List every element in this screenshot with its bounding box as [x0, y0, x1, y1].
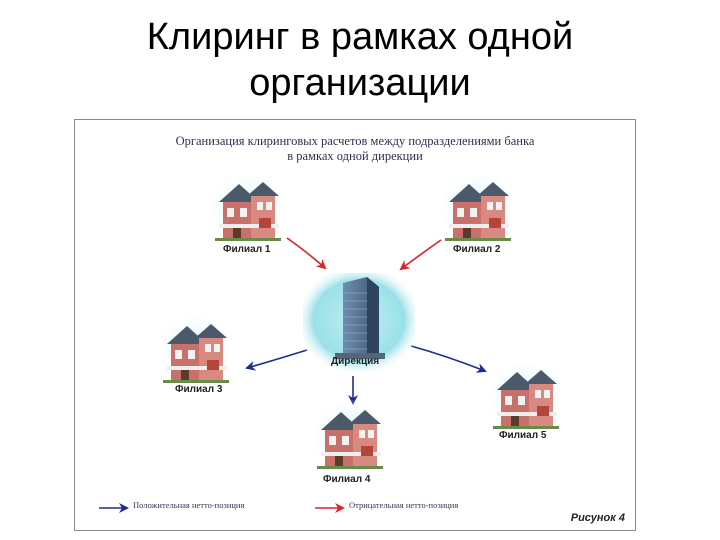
branch-2-label: Филиал 2	[453, 244, 501, 255]
branch-1-label: Филиал 1	[223, 244, 271, 255]
branch-2-house	[439, 172, 515, 246]
headquarters-building	[303, 273, 415, 371]
diagram-title-line-2: в рамках одной дирекции	[287, 149, 423, 163]
branch-3-house	[157, 314, 233, 388]
center-label: Дирекция	[331, 356, 380, 367]
arrow-branch2-to-hq	[399, 239, 442, 271]
arrow-branch1-to-hq	[286, 237, 327, 270]
arrow-hq-to-branch3	[245, 349, 308, 371]
office-building-icon	[303, 273, 415, 371]
legend: Положительная нетто-позиция Отрицательна…	[97, 500, 617, 516]
branch-4-label: Филиал 4	[323, 474, 371, 485]
diagram-title-line-1: Организация клиринговых расчетов между п…	[175, 134, 535, 148]
slide-title: Клиринг в рамках одной организации	[60, 14, 660, 106]
branch-5-house	[487, 360, 563, 434]
slide-title-line-1: Клиринг в рамках одной	[146, 16, 574, 58]
house-icon	[487, 360, 563, 434]
branch-4-house	[311, 400, 387, 474]
house-icon	[311, 400, 387, 474]
diagram-title: Организация клиринговых расчетов между п…	[75, 134, 635, 164]
legend-positive-label: Положительная нетто-позиция	[133, 500, 245, 510]
arrow-hq-to-branch5	[410, 345, 487, 373]
branch-1-house	[209, 172, 285, 246]
branch-5-label: Филиал 5	[499, 430, 547, 441]
branch-3-label: Филиал 3	[175, 384, 223, 395]
arrows-layer	[99, 237, 487, 513]
house-icon	[209, 172, 285, 246]
house-icon	[157, 314, 233, 388]
slide-title-line-2: организации	[249, 62, 471, 104]
clearing-diagram: Организация клиринговых расчетов между п…	[74, 119, 636, 531]
house-icon	[439, 172, 515, 246]
figure-number: Рисунок 4	[570, 512, 625, 524]
legend-negative-label: Отрицательная нетто-позиция	[349, 500, 459, 510]
